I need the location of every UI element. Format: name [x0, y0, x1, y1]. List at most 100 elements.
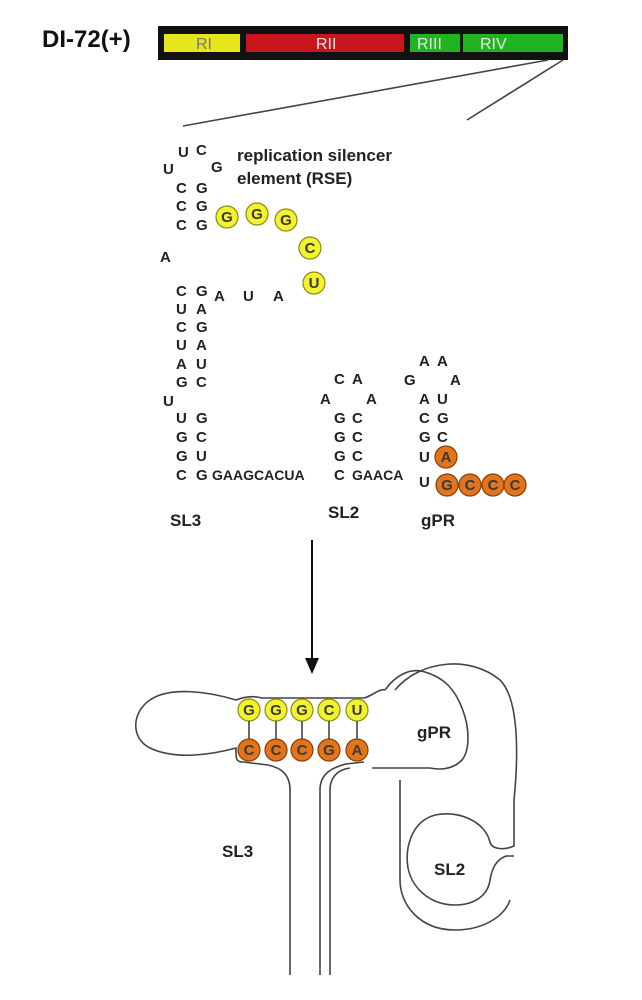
nt: U: [419, 449, 430, 466]
nt: G: [334, 448, 346, 465]
nt: C: [352, 429, 363, 446]
nt: G: [334, 410, 346, 427]
duplex-top-base: C: [324, 702, 335, 719]
nt: U: [196, 448, 207, 465]
gpr-base: C: [465, 477, 476, 494]
nt: C: [176, 283, 187, 300]
nt: C: [334, 371, 345, 388]
nt: A: [196, 337, 207, 354]
rse-hairpin: U C U G C G C G C G A: [160, 142, 223, 266]
sl3-outline: [135, 688, 386, 975]
nt: C: [196, 429, 207, 446]
sl2-outline: [394, 663, 518, 906]
nt: C: [176, 198, 187, 215]
rse-note-line1: replication silencer: [237, 146, 392, 165]
duplex-bottom-circle: [345, 738, 369, 762]
nt: G: [196, 319, 208, 336]
rse-base: G: [221, 209, 233, 226]
transition-arrow: [305, 540, 319, 674]
duplex-top: G G G C U: [237, 698, 369, 722]
rse-base: U: [309, 275, 320, 292]
gpr-base-circle: [435, 473, 459, 497]
duplex-bottom-circle: [264, 738, 288, 762]
gpr-base-circle: [434, 445, 458, 469]
gpr-bases: A G C C C: [434, 445, 527, 497]
nt: G: [176, 448, 188, 465]
nt: G: [404, 372, 416, 389]
rse-base: G: [280, 212, 292, 229]
nt: U: [437, 391, 448, 408]
rse-note-line2: element (RSE): [237, 169, 352, 188]
sl2-left-strand: [329, 767, 351, 975]
duplex-bottom-base: A: [352, 742, 363, 759]
segment-riv: [463, 34, 563, 52]
nt: U: [176, 301, 187, 318]
duplex-bottom-circle: [317, 738, 341, 762]
rse-base: C: [305, 240, 316, 257]
nt: C: [437, 429, 448, 446]
nt: U: [163, 161, 174, 178]
segment-ri: [164, 34, 240, 52]
nt: G: [196, 198, 208, 215]
sl3-stem: C G A U A U A C G U A A U G C U U G G C …: [163, 283, 284, 484]
nt: U: [196, 356, 207, 373]
rse-base: G: [251, 206, 263, 223]
nt: G: [196, 410, 208, 427]
nt: A: [352, 371, 363, 388]
nt: U: [176, 337, 187, 354]
nt: C: [176, 180, 187, 197]
segment-ri-label: RI: [196, 36, 212, 53]
gpr-base: G: [441, 477, 453, 494]
duplex-top-base: U: [352, 702, 363, 719]
rse-base-circle: [302, 271, 326, 295]
gpr-base: C: [510, 477, 521, 494]
schematic: [135, 663, 518, 975]
nt: A: [214, 288, 225, 305]
duplex-bottom: C C C G A: [237, 738, 369, 762]
gpr-stem: A A G A A U C G G C U U: [404, 353, 461, 491]
nt: C: [352, 410, 363, 427]
nt: C: [176, 319, 187, 336]
nt: G: [334, 429, 346, 446]
nt: C: [176, 467, 187, 484]
nt: C: [196, 142, 207, 159]
schematic-label-sl2: SL2: [434, 860, 465, 879]
nt: A: [419, 353, 430, 370]
nt: C: [352, 448, 363, 465]
nt: U: [178, 144, 189, 161]
nt: G: [211, 159, 223, 176]
nt: G: [196, 180, 208, 197]
nt: G: [176, 374, 188, 391]
nt: C: [419, 410, 430, 427]
nt: A: [160, 249, 171, 266]
duplex-bottom-base: G: [323, 742, 335, 759]
rse-base-circle: [274, 208, 298, 232]
construct-title: DI-72(+): [42, 26, 131, 53]
nt: A: [196, 301, 207, 318]
nt: C: [334, 467, 345, 484]
nt: G: [176, 429, 188, 446]
nt: U: [163, 393, 174, 410]
duplex-top-base: G: [270, 702, 282, 719]
segment-riii: [410, 34, 460, 52]
gpr-base-circle: [503, 473, 527, 497]
segment-riv-label: RIV: [480, 36, 507, 53]
sl3-stem-right: [319, 761, 365, 975]
rse-bases: G G G C U: [215, 202, 326, 295]
nt: A: [366, 391, 377, 408]
gpr-base-circle: [458, 473, 482, 497]
segment-rii-label: RII: [316, 36, 336, 53]
label-sl2: SL2: [328, 503, 359, 522]
arrow-head: [305, 658, 319, 674]
sl2-inner: [399, 780, 511, 931]
nt: G: [437, 410, 449, 427]
nt: G: [196, 467, 208, 484]
nt: C: [176, 217, 187, 234]
nt: G: [419, 429, 431, 446]
gpr-base: A: [441, 449, 452, 466]
duplex-pair-lines: [248, 721, 358, 739]
rse-base-circle: [245, 202, 269, 226]
genome-bar: RI RII RIII RIV: [158, 26, 568, 60]
duplex-top-base: G: [243, 702, 255, 719]
